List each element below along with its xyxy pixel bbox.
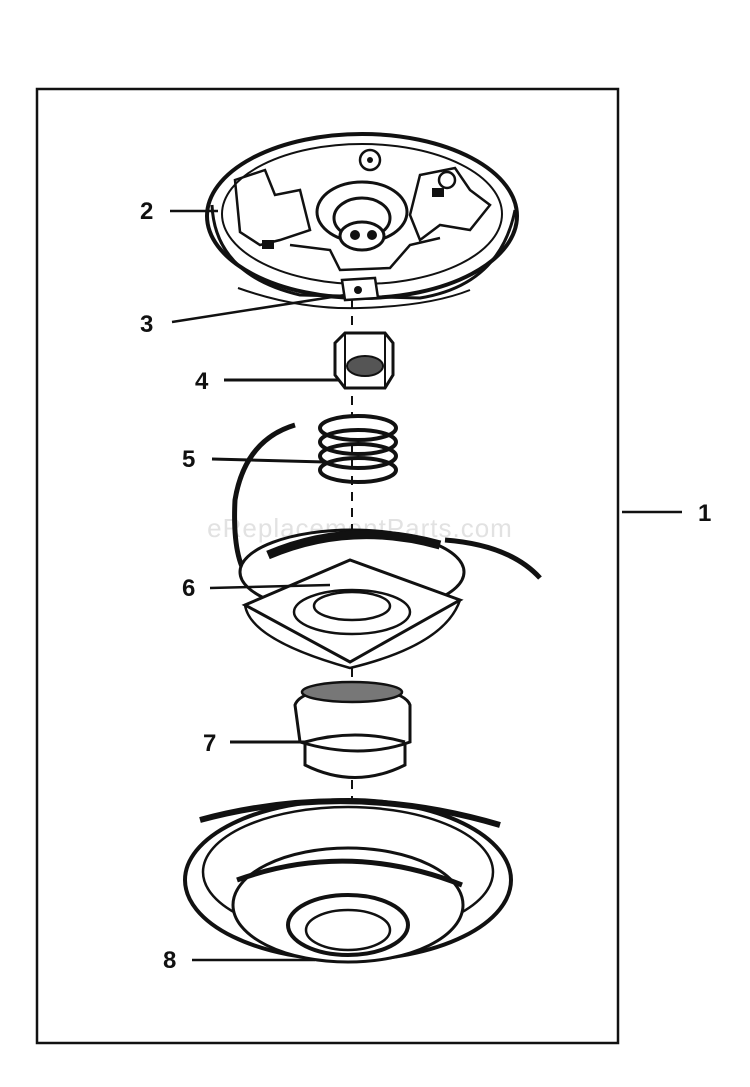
part-8-bottom-cover [183, 798, 513, 964]
callout-6: 6 [182, 575, 195, 602]
assembly-frame [35, 87, 620, 1045]
callout-5: 5 [182, 446, 195, 473]
part-6-spool [232, 422, 542, 670]
callout-2: 2 [140, 198, 153, 225]
part-7-bushing [293, 680, 412, 779]
callout-4: 4 [195, 368, 209, 395]
part-2-housing-plate [205, 132, 519, 310]
callout-8: 8 [163, 947, 176, 974]
callout-3: 3 [140, 311, 153, 338]
leader-lines [170, 209, 682, 962]
callout-1: 1 [698, 500, 711, 527]
callout-7: 7 [203, 730, 216, 757]
part-4-nut [333, 331, 395, 390]
part-5-spring [318, 414, 398, 484]
